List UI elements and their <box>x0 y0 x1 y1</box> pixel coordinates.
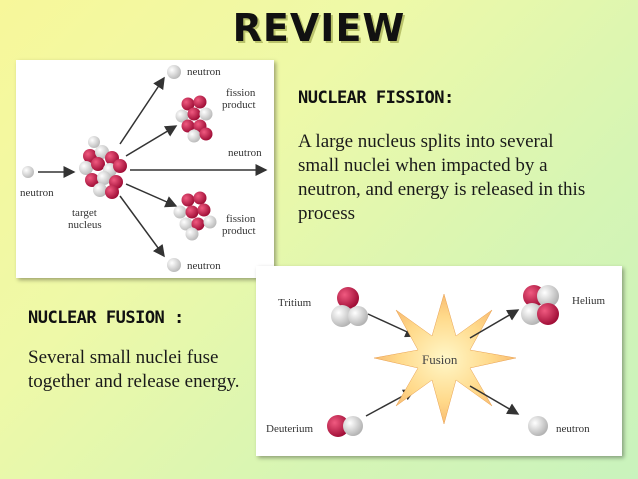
deuterium-nucleus <box>327 415 363 437</box>
slide-title: REVIEW <box>232 6 406 50</box>
label-fusion-neutron: neutron <box>556 423 590 435</box>
label-fission-product-bot-2: product <box>222 225 256 237</box>
arrow-fission-top <box>125 125 178 157</box>
label-target-2: nucleus <box>68 219 102 231</box>
label-fission-product-top-1: fission <box>226 87 256 99</box>
neutron-top <box>167 65 181 79</box>
label-neutron-bottom: neutron <box>187 260 221 272</box>
helium-nucleus <box>521 285 559 325</box>
label-deuterium: Deuterium <box>266 423 313 435</box>
label-helium: Helium <box>572 295 605 307</box>
tritium-nucleus <box>331 287 368 327</box>
arrow-helium <box>469 309 520 339</box>
arrow-neutron-top <box>119 76 165 145</box>
label-neutron-left: neutron <box>20 187 54 199</box>
label-neutron-mid: neutron <box>228 147 262 159</box>
label-fission-product-top-2: product <box>222 99 256 111</box>
label-fusion: Fusion <box>422 352 458 367</box>
fusion-heading: NUCLEAR FUSION : <box>28 308 184 328</box>
fusion-diagram-svg: Tritium Deuterium Fusion Helium neutr <box>266 285 605 437</box>
arrow-neutron-bottom <box>119 195 165 258</box>
fusion-diagram: Tritium Deuterium Fusion Helium neutr <box>256 266 622 456</box>
label-neutron-top: neutron <box>187 66 221 78</box>
incoming-neutron <box>22 166 34 178</box>
fission-heading: NUCLEAR FISSION: <box>298 88 454 108</box>
fusion-description: Several small nuclei fuse together and r… <box>28 347 240 392</box>
fission-diagram-svg: neutron fission product neutron neutron … <box>20 65 268 272</box>
fission-product-bottom <box>173 191 217 241</box>
fusion-neutron <box>528 416 548 436</box>
neutron-bottom <box>167 258 181 272</box>
arrow-fission-bot <box>125 183 178 208</box>
arrow-neutron <box>469 385 520 415</box>
target-nucleus <box>79 136 127 199</box>
label-tritium: Tritium <box>278 297 312 309</box>
fission-diagram: neutron fission product neutron neutron … <box>16 60 274 278</box>
fission-product-top <box>175 95 213 143</box>
fission-description: A large nucleus splits into several smal… <box>298 131 586 224</box>
label-fission-product-bot-1: fission <box>226 213 256 225</box>
label-target-1: target <box>72 207 97 219</box>
